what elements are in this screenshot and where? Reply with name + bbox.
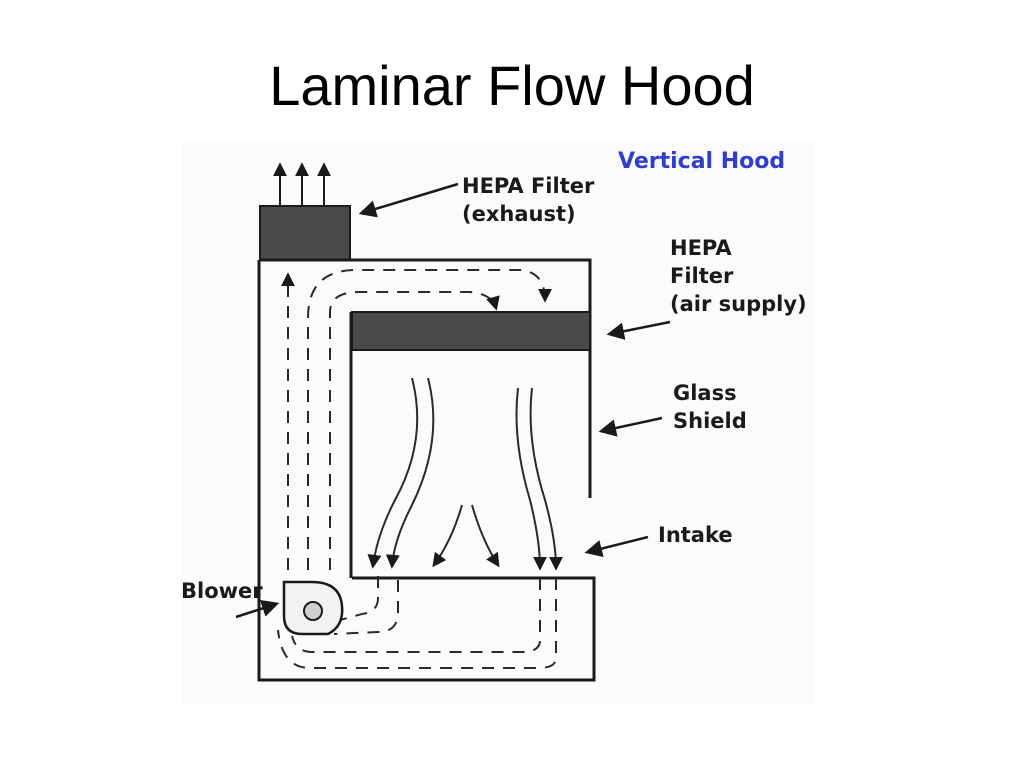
plenum-airflow — [281, 269, 552, 570]
hepa-exhaust-label-line2: (exhaust) — [462, 202, 576, 226]
cabinet-top-wall — [259, 258, 592, 498]
glass-shield-label-line2: Shield — [673, 409, 747, 433]
work-area-downflow — [367, 377, 563, 571]
intake-pointer — [584, 535, 649, 558]
return-airflow — [277, 576, 557, 669]
intake-label: Intake — [658, 523, 733, 547]
glass-shield-pointer — [598, 416, 663, 437]
glass-shield-label-line1: Glass — [673, 381, 737, 405]
hepa-supply-label-line2: Filter — [670, 264, 734, 288]
slide-title: Laminar Flow Hood — [269, 54, 755, 117]
hepa-supply-pointer — [606, 320, 671, 340]
hepa-exhaust-pointer — [358, 182, 459, 218]
blower-label: Blower — [181, 579, 263, 603]
hepa-supply-label-line1: HEPA — [670, 236, 732, 260]
blower — [282, 580, 344, 636]
cabinet-outer-wall — [257, 260, 596, 682]
hepa-supply-filter — [351, 311, 591, 351]
vertical-hood-heading: Vertical Hood — [618, 149, 785, 174]
hepa-exhaust-filter — [259, 205, 351, 261]
exhaust-arrows — [273, 162, 331, 205]
hepa-exhaust-label-line1: HEPA Filter — [462, 174, 595, 198]
blower-pointer — [235, 600, 280, 619]
hepa-supply-label-line3: (air supply) — [670, 292, 807, 316]
